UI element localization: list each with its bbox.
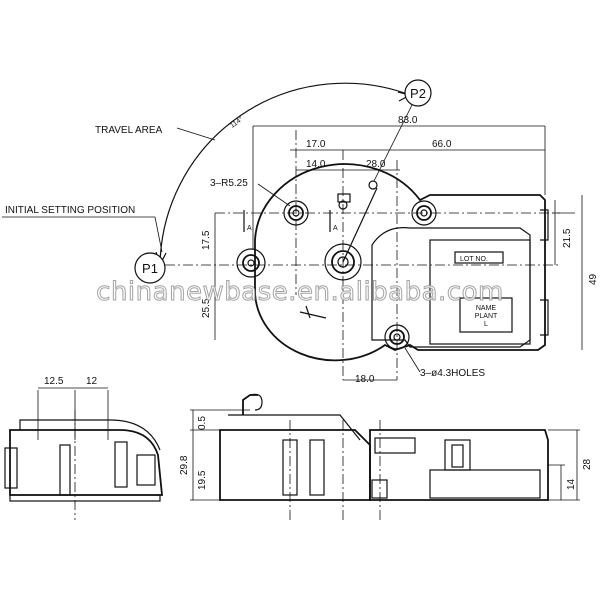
name-plant-line3: L [484, 321, 488, 328]
p2-marker [404, 79, 432, 107]
dim-28: 28.0 [366, 159, 386, 170]
sv-post-a [59, 444, 71, 496]
boss-left [236, 248, 266, 278]
dim-12: 12 [86, 376, 98, 387]
dim-175: 17.5 [201, 230, 212, 250]
motor-cover [371, 227, 531, 348]
sv-left-tab [4, 447, 18, 489]
dim-255: 25.5 [201, 298, 212, 318]
angle-label: 114° [229, 115, 245, 130]
connector-top [337, 193, 351, 203]
name-plant-line2: PLANT [475, 313, 498, 320]
dim-298: 29.8 [179, 455, 190, 475]
fv-top-plate [228, 414, 361, 441]
dim-125: 12.5 [44, 376, 64, 387]
lot-no-box [454, 251, 504, 264]
travel-area-label: TRAVEL AREA [95, 125, 163, 136]
travel-arc [159, 82, 411, 266]
fv-post-1 [282, 439, 298, 496]
initial-setting-leader [154, 216, 163, 253]
fv-motor-lower [429, 469, 541, 499]
front-view: 0.5 29.8 19.5 28 14 [179, 393, 593, 520]
p1-label: P1 [142, 261, 158, 276]
p2-leader [371, 104, 413, 186]
dim-195: 19.5 [197, 470, 208, 490]
section-a-right: A [333, 225, 338, 232]
top-view: P1 P2 TRAVEL AREA 114° INITIAL SETTING P… [2, 79, 599, 385]
sv-post-c [136, 454, 156, 486]
right-tab-top [540, 209, 549, 241]
p2-label: P2 [410, 86, 426, 101]
holes-leader [404, 347, 421, 373]
lot-no-label: LOT NO. [460, 256, 488, 263]
fv-post-2 [309, 439, 325, 496]
fv-clip [249, 393, 263, 411]
dim-05: 0.5 [197, 416, 208, 430]
fv-shaft [242, 394, 258, 415]
initial-setting-label: INITIAL SETTING POSITION [5, 205, 135, 216]
sv-outline [9, 429, 163, 496]
p1-marker [134, 252, 166, 284]
sv-base [9, 494, 161, 502]
holes-label: 3–ø4.3HOLES [420, 368, 485, 379]
dim-66: 66.0 [432, 139, 452, 150]
right-tab-bottom [540, 299, 549, 336]
dim-14b: 14 [566, 478, 577, 490]
side-view-left: 12.5 12 [4, 376, 163, 520]
name-plant-box [459, 297, 513, 333]
section-a-left: A [247, 225, 252, 232]
housing-outline [254, 163, 546, 362]
fv-motor [369, 429, 549, 501]
fv-foot [371, 479, 388, 499]
dim-18: 18.0 [355, 374, 375, 385]
watermark: chinanewbase.en.alibaba.com [96, 277, 504, 307]
motor-body [429, 239, 531, 345]
dim-83: 83.0 [398, 115, 418, 126]
arc-stop [299, 305, 327, 319]
dim-17: 17.0 [306, 139, 326, 150]
dim-14: 14.0 [306, 159, 326, 170]
fv-motor-window-inner [451, 444, 464, 468]
dim-28b: 28 [582, 458, 593, 470]
name-plant-line1: NAME [476, 305, 497, 312]
dim-49: 49 [588, 273, 599, 285]
r525-leader [257, 183, 291, 207]
dim-215: 21.5 [562, 228, 573, 248]
r525-label: 3–R5.25 [210, 178, 248, 189]
fv-motor-cap [374, 437, 416, 454]
travel-area-leader [176, 127, 216, 141]
lever-line [342, 187, 378, 263]
lever-tip [368, 180, 378, 190]
sv-top-lip [19, 419, 161, 451]
sv-post-b [114, 441, 128, 488]
